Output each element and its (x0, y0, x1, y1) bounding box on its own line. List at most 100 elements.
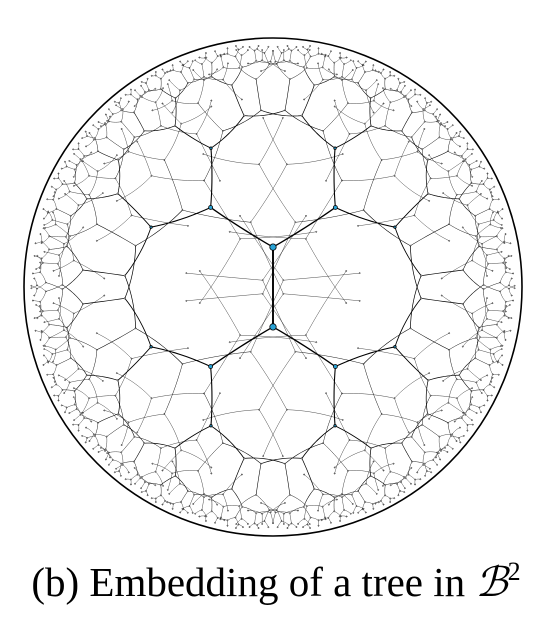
tree-edge (78, 368, 103, 382)
tree-node (429, 177, 432, 180)
tree-node (55, 364, 58, 366)
tree-node (226, 524, 229, 527)
tree-node (120, 120, 123, 123)
tree-edge (472, 303, 493, 314)
tree-node (479, 336, 481, 339)
tree-edge (483, 282, 501, 290)
tree-node (81, 412, 83, 414)
tree-edge (43, 355, 48, 362)
tree-edge (405, 95, 412, 107)
tree-edge (194, 76, 212, 80)
tree-edge (414, 333, 450, 359)
tree-edge (400, 85, 406, 93)
tree-edge (117, 193, 152, 228)
tree-edge (56, 357, 71, 366)
tree-node (171, 111, 174, 114)
tree-edge (467, 205, 479, 225)
tree-edge (150, 206, 212, 228)
tree-node (435, 115, 437, 118)
tree-edge (121, 436, 135, 453)
tree-edge (64, 193, 79, 206)
tree-node (389, 87, 392, 90)
tree-node (341, 75, 343, 78)
tree-edge (396, 89, 406, 96)
tree-edge (340, 57, 347, 59)
caption-text: Embedding of a tree in (89, 559, 466, 605)
tree-node (313, 84, 316, 86)
tree-edge (45, 284, 63, 292)
tree-edge (488, 310, 504, 312)
tree-node (150, 174, 153, 177)
tree-edge (199, 238, 241, 304)
tree-node (58, 317, 60, 320)
tree-node (305, 66, 308, 69)
tree-node (82, 269, 84, 271)
tree-edge (58, 255, 61, 277)
tree-node (255, 59, 258, 62)
tree-node (364, 60, 367, 63)
tree-node (192, 69, 195, 71)
tree-edge (93, 137, 107, 140)
tree-edge (475, 208, 490, 217)
tree-node (403, 476, 405, 478)
tree-node (486, 394, 489, 397)
tree-node (181, 507, 184, 510)
tree-node (30, 287, 33, 290)
tree-edge (53, 377, 57, 385)
tree-edge (143, 125, 176, 132)
tree-edge (203, 76, 224, 81)
tree-edge (448, 224, 477, 237)
tree-node (428, 154, 430, 157)
tree-node (486, 317, 488, 320)
tree-node (205, 52, 207, 54)
tree-edge (67, 205, 79, 225)
tree-edge (370, 475, 386, 486)
tree-node (317, 62, 319, 65)
tree-edge (441, 295, 473, 314)
tree-edge (32, 272, 41, 274)
tree-edge (485, 297, 488, 319)
tree-node (248, 46, 251, 48)
tree-edge (105, 436, 108, 450)
tree-node (65, 336, 67, 339)
tree-node (341, 179, 343, 182)
tree-node (240, 517, 243, 520)
tree-node (57, 394, 60, 397)
tree-node (203, 179, 205, 182)
tree-node (486, 399, 489, 402)
tree-edge (433, 109, 438, 115)
tree-edge (85, 139, 94, 147)
tree-node (108, 463, 110, 466)
tree-edge (227, 517, 236, 521)
tree-edge (140, 89, 150, 96)
tree-edge (476, 191, 488, 199)
tree-node (475, 336, 477, 339)
tree-edge (96, 328, 136, 351)
tree-node (88, 174, 90, 177)
tree-node (504, 233, 507, 235)
tree-node (327, 503, 330, 506)
tree-node (237, 523, 240, 526)
tree-edge (490, 345, 502, 350)
tree-edge (343, 509, 351, 514)
tree-node (237, 48, 240, 51)
tree-node (104, 123, 107, 126)
tree-node (65, 406, 68, 409)
tree-node (162, 484, 164, 487)
tree-node (347, 102, 349, 105)
tree-node (79, 413, 82, 416)
tree-node (447, 170, 450, 173)
tree-node (283, 59, 285, 62)
tree-edge (481, 236, 497, 245)
tree-node (267, 45, 270, 48)
tree-node (468, 408, 471, 410)
tree-node (479, 235, 481, 238)
tree-node (480, 392, 483, 394)
tree-node (423, 444, 426, 446)
tree-edge (183, 61, 188, 65)
tree-node (235, 527, 237, 529)
tree-node (116, 379, 119, 382)
tree-node (261, 512, 263, 515)
tree-node (238, 505, 241, 508)
tree-node (509, 329, 512, 332)
